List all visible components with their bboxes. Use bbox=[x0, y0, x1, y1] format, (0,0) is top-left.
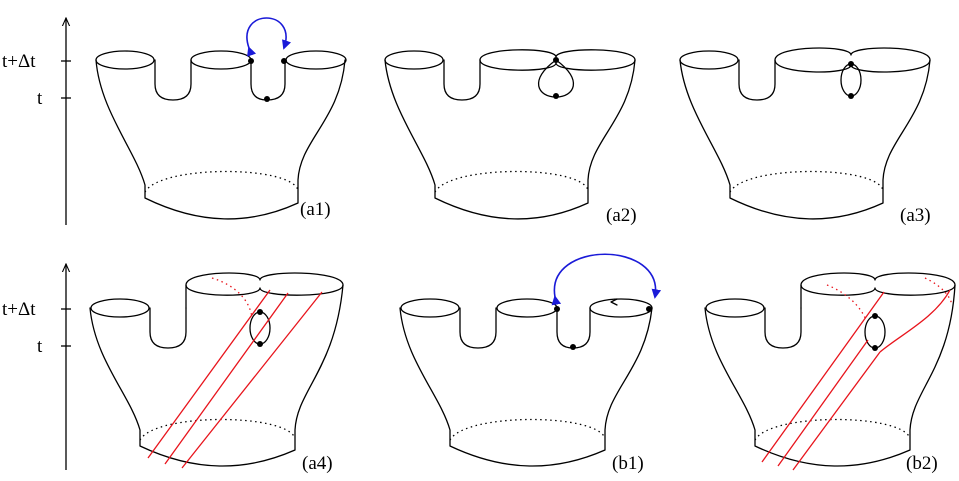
panel-label: (b1) bbox=[612, 453, 644, 474]
hidden-base-edge bbox=[144, 170, 299, 193]
saddle-notch bbox=[443, 59, 481, 101]
red-arc bbox=[792, 351, 881, 471]
critical-point bbox=[872, 345, 878, 351]
hidden-base-edge bbox=[449, 418, 606, 441]
panel-label: (a2) bbox=[606, 205, 637, 226]
saddle-loop bbox=[864, 315, 886, 349]
critical-point bbox=[264, 96, 270, 102]
red-arc-hidden bbox=[211, 277, 253, 319]
boundary-circle bbox=[190, 50, 252, 70]
saddle-notch bbox=[459, 307, 497, 349]
surface-outline bbox=[89, 284, 344, 467]
surface-outline bbox=[399, 307, 653, 467]
red-arc bbox=[147, 289, 271, 459]
panel-a2: (a2) bbox=[384, 49, 637, 226]
boundary-circle bbox=[589, 298, 653, 318]
panel-a4: (a4) bbox=[89, 272, 344, 474]
red-arc bbox=[181, 291, 323, 469]
panel-a1: (a1) bbox=[95, 17, 347, 220]
saddle-notch bbox=[250, 59, 286, 101]
panel-b2: (b2) bbox=[704, 272, 956, 474]
axis-label-t-plus-dt: t+Δt bbox=[2, 299, 36, 320]
saddle-notch bbox=[149, 307, 187, 349]
critical-point bbox=[570, 344, 576, 350]
red-arc bbox=[777, 339, 869, 467]
red-arc bbox=[879, 289, 951, 353]
hidden-base-edge bbox=[434, 170, 589, 193]
critical-point bbox=[848, 61, 854, 67]
red-arc bbox=[761, 291, 885, 463]
boundary-circle bbox=[285, 50, 347, 70]
saddle-loop bbox=[840, 63, 862, 97]
boundary-circle bbox=[384, 50, 444, 70]
critical-point bbox=[554, 306, 560, 312]
boundary-circle bbox=[95, 50, 155, 70]
boundary-circle bbox=[400, 298, 460, 318]
panel-label: (a3) bbox=[900, 205, 931, 226]
saddle-loop bbox=[249, 311, 271, 345]
critical-point bbox=[553, 93, 559, 99]
panel-a3: (a3) bbox=[679, 47, 931, 226]
critical-point bbox=[281, 58, 287, 64]
merged-boundary bbox=[185, 272, 344, 296]
merged-boundary bbox=[800, 272, 956, 296]
critical-point bbox=[257, 309, 263, 315]
hidden-base-edge bbox=[754, 418, 911, 441]
time-axis-bottom: t+Δt t bbox=[2, 264, 71, 470]
critical-point bbox=[248, 58, 254, 64]
merged-boundary bbox=[479, 49, 636, 71]
panel-label: (a1) bbox=[300, 199, 331, 220]
saddle-notch bbox=[738, 59, 776, 101]
axis-label-t: t bbox=[37, 336, 43, 357]
red-arc-hidden bbox=[826, 284, 867, 321]
surface-outline bbox=[95, 59, 346, 220]
axis-label-t-plus-dt: t+Δt bbox=[2, 51, 36, 72]
saddle-notch bbox=[154, 59, 192, 101]
hidden-base-edge bbox=[729, 170, 884, 193]
move-arrow bbox=[551, 253, 662, 306]
critical-point bbox=[257, 341, 263, 347]
saddle-notch bbox=[556, 307, 591, 349]
critical-point bbox=[872, 313, 878, 319]
time-axis-top: t+Δt t bbox=[2, 18, 71, 225]
critical-point bbox=[848, 93, 854, 99]
panel-b1: (b1) bbox=[399, 253, 662, 474]
boundary-circle bbox=[679, 50, 739, 70]
saddle-loop bbox=[537, 59, 575, 98]
critical-point bbox=[553, 57, 559, 63]
boundary-circle bbox=[90, 298, 150, 318]
move-arrow bbox=[246, 17, 292, 57]
surface-outline bbox=[384, 59, 636, 220]
saddle-notch bbox=[764, 307, 802, 349]
axis-label-t: t bbox=[37, 88, 43, 109]
surface-outline bbox=[679, 59, 931, 220]
merged-boundary bbox=[774, 47, 931, 73]
critical-point bbox=[646, 306, 652, 312]
panel-label: (b2) bbox=[906, 453, 938, 474]
boundary-circle bbox=[705, 298, 765, 318]
boundary-circle bbox=[496, 298, 558, 318]
surface-outline bbox=[704, 284, 956, 467]
red-arc bbox=[164, 292, 289, 465]
panel-label: (a4) bbox=[302, 453, 333, 474]
